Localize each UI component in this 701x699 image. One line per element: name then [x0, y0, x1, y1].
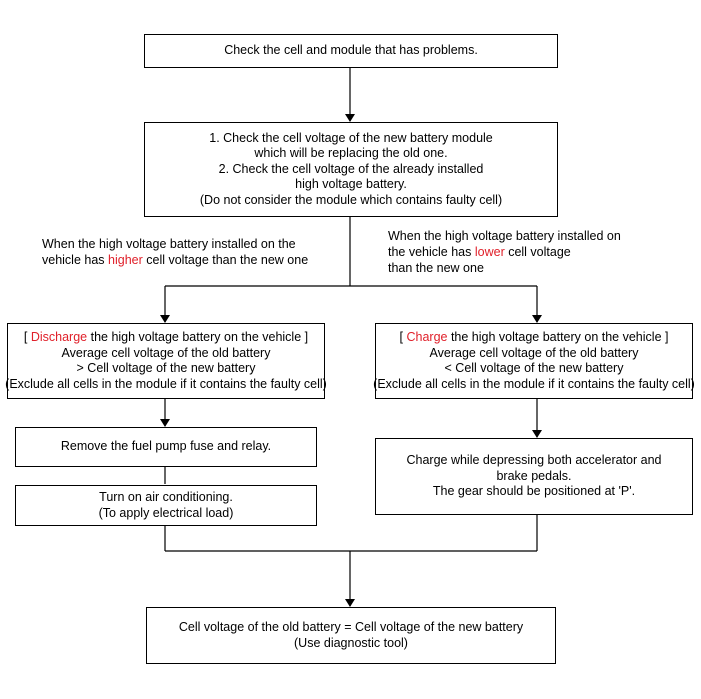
highlight-higher: higher	[108, 253, 143, 267]
step-result: Cell voltage of the old battery = Cell v…	[146, 607, 556, 664]
step-air-conditioning: Turn on air conditioning. (To apply elec…	[15, 485, 317, 526]
result-line-2: (Use diagnostic tool)	[294, 635, 408, 650]
air-con-line-1: Turn on air conditioning.	[99, 490, 233, 504]
air-con-line-2: (To apply electrical load)	[98, 505, 234, 520]
step-check-cell: Check the cell and module that has probl…	[144, 34, 558, 68]
branch-label-higher: When the high voltage battery installed …	[42, 236, 308, 268]
pedals-line-2: brake pedals.	[496, 468, 572, 483]
branch-label-lower: When the high voltage battery installed …	[388, 228, 621, 276]
pedals-line-1: Charge while depressing both accelerator…	[406, 453, 662, 468]
discharge-line-2: Average cell voltage of the old battery	[61, 345, 271, 360]
branch-higher-line-1: When the high voltage battery installed …	[42, 237, 296, 251]
check-voltage-line-4: high voltage battery.	[295, 177, 407, 192]
discharge-title: [ Discharge the high voltage battery on …	[23, 330, 309, 344]
branch-lower-line-3: than the new one	[388, 261, 484, 275]
check-voltage-line-5: (Do not consider the module which contai…	[199, 192, 503, 207]
charge-title: [ Charge the high voltage battery on the…	[399, 330, 669, 344]
charge-line-2: Average cell voltage of the old battery	[429, 345, 639, 360]
charge-line-4: (Exclude all cells in the module if it c…	[373, 376, 695, 391]
discharge-line-4: (Exclude all cells in the module if it c…	[5, 376, 327, 391]
step-discharge: [ Discharge the high voltage battery on …	[5, 323, 327, 399]
step-check-voltage: 1. Check the cell voltage of the new bat…	[144, 122, 558, 217]
branch-lower-line-2: the vehicle has lower cell voltage	[388, 245, 571, 259]
branch-higher-line-2: vehicle has higher cell voltage than the…	[42, 253, 309, 267]
check-voltage-line-3: 2. Check the cell voltage of the already…	[218, 161, 484, 176]
highlight-lower: lower	[474, 245, 505, 259]
highlight-charge: Charge	[406, 330, 448, 344]
check-voltage-line-2: which will be replacing the old one.	[254, 146, 448, 161]
step-charge: [ Charge the high voltage battery on the…	[373, 323, 695, 399]
charge-line-3: < Cell voltage of the new battery	[444, 361, 624, 375]
remove-fuse-text: Remove the fuel pump fuse and relay.	[60, 439, 272, 454]
step-check-cell-text: Check the cell and module that has probl…	[224, 43, 478, 58]
highlight-discharge: Discharge	[30, 330, 88, 344]
pedals-line-3: The gear should be positioned at 'P'.	[432, 484, 636, 499]
discharge-line-3: > Cell voltage of the new battery	[76, 361, 256, 375]
step-remove-fuse: Remove the fuel pump fuse and relay.	[15, 427, 317, 467]
check-voltage-line-1: 1. Check the cell voltage of the new bat…	[209, 130, 493, 145]
step-charge-pedals: Charge while depressing both accelerator…	[375, 438, 693, 515]
result-line-1: Cell voltage of the old battery = Cell v…	[178, 620, 524, 634]
branch-lower-line-1: When the high voltage battery installed …	[388, 229, 621, 243]
